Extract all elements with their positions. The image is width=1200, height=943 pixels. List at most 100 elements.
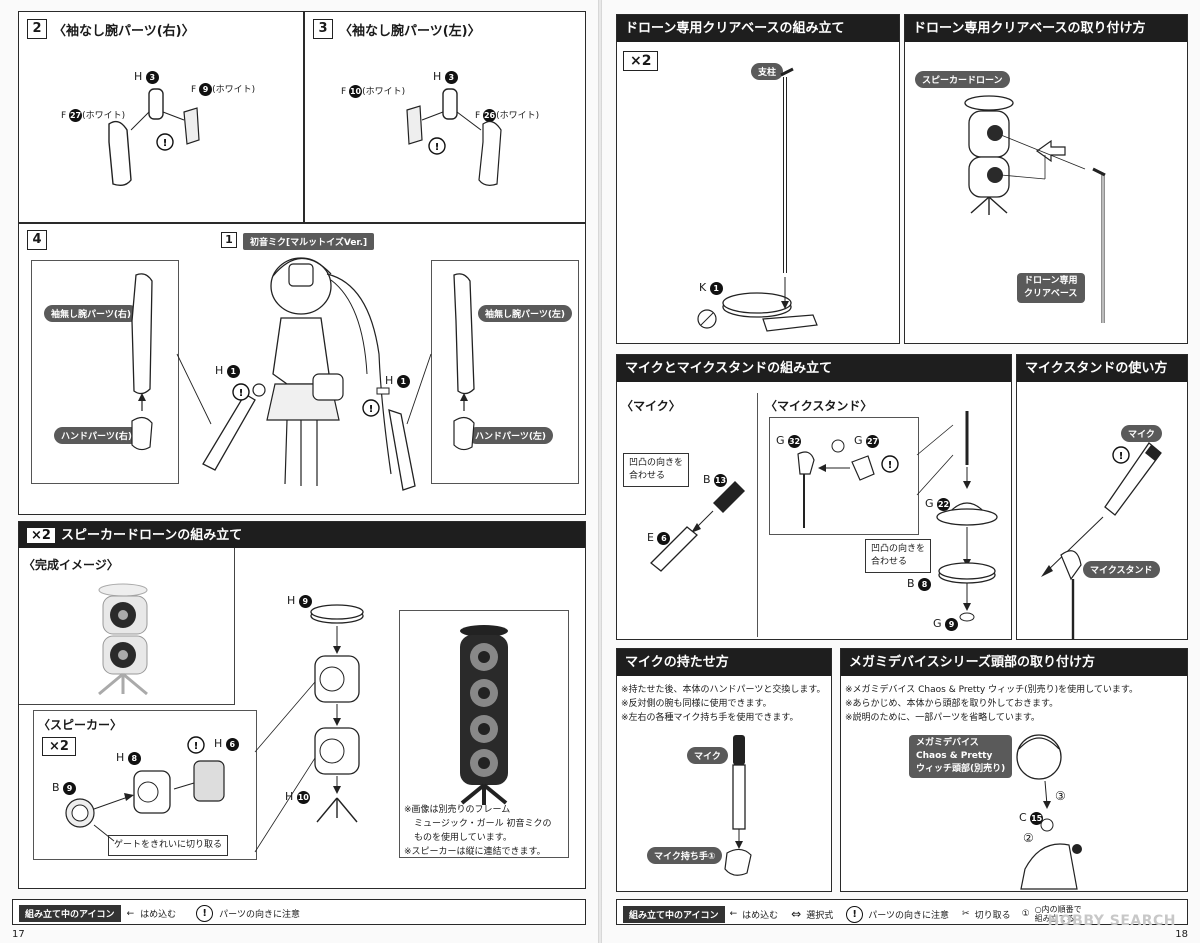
caution-icon: ! bbox=[846, 905, 864, 923]
g32-label: G 32 bbox=[776, 434, 802, 448]
mic-hold-illustration bbox=[724, 735, 752, 876]
caution-icon: ! bbox=[196, 905, 214, 922]
step4-number: 4 bbox=[27, 230, 47, 250]
legend-select: 選択式 bbox=[806, 910, 834, 921]
order-number-icon: ① bbox=[1021, 909, 1030, 919]
svg-text:!: ! bbox=[194, 741, 199, 752]
step3-h-label: H 3 bbox=[433, 70, 458, 84]
svg-text:!: ! bbox=[369, 404, 374, 415]
legend-order: ○内の順番で 組み立てる bbox=[1034, 905, 1082, 923]
photo-note-subpanel: ※画像は別売りのフレーム ミュージック・ガール 初音ミクの ものを使用しています… bbox=[399, 610, 569, 858]
step2-number: 2 bbox=[27, 19, 47, 39]
step2-title: 〈袖なし腕パーツ(右)〉 bbox=[53, 24, 195, 39]
speaker-x2: ×2 bbox=[42, 737, 76, 756]
legend-tag: 組み立て中のアイコン bbox=[19, 905, 121, 922]
clear-base-build-header: ドローン専用クリアベースの組み立て bbox=[617, 15, 899, 42]
g9-label: G 9 bbox=[933, 617, 959, 631]
step4-h-right-label: H 1 bbox=[385, 374, 410, 388]
mic-stand-build-illustration bbox=[650, 411, 998, 622]
speaker-illustration: ! bbox=[65, 736, 225, 842]
mic-stand-build-panel: マイクとマイクスタンドの組み立て 〈マイク〉 〈マイクスタンド〉 凹凸の向きを … bbox=[616, 354, 1012, 640]
legend-direction-right: パーツの向きに注意 bbox=[868, 910, 950, 921]
legend-tag-right: 組み立て中のアイコン bbox=[623, 905, 725, 923]
g22-label: G 22 bbox=[925, 497, 951, 511]
sleeveless-arm-right-pill: 袖無し腕パーツ(右) bbox=[44, 305, 139, 322]
clear-base-attach-illustration bbox=[964, 95, 1106, 323]
mic-stand-use-panel: マイクスタンドの使い方 マイク マイクスタンド ! bbox=[1016, 354, 1188, 640]
b13-label: B 13 bbox=[703, 473, 728, 487]
step4-left-subpanel: 袖無し腕パーツ(右) ハンドパーツ(右) bbox=[31, 260, 179, 484]
pole-pill: 支柱 bbox=[751, 63, 784, 80]
photo-notes: ※画像は別売りのフレーム ミュージック・ガール 初音ミクの ものを使用しています… bbox=[404, 805, 552, 857]
complete-image-illustration bbox=[98, 583, 148, 696]
megami-callout: メガミデバイス Chaos & Pretty ウィッチ頭部(別売り) bbox=[909, 735, 1013, 778]
sleeveless-arm-left-pill: 袖無し腕パーツ(左) bbox=[478, 305, 573, 322]
mic-stand-build-header: マイクとマイクスタンドの組み立て bbox=[617, 355, 1011, 382]
left-page: 2 〈袖なし腕パーツ(右)〉 H 3 F 9(ホワイト) F 27(ホワイト) … bbox=[0, 0, 598, 943]
h9-label: H 9 bbox=[287, 594, 312, 608]
b8-label: B 8 bbox=[907, 577, 932, 591]
b9-label: B 9 bbox=[52, 781, 77, 795]
watermark: HOBBY SEARCH bbox=[1047, 913, 1176, 929]
stand-detail-illustration: ! bbox=[797, 439, 899, 528]
speaker-drone-exploded bbox=[254, 604, 364, 853]
megami-head-header: メガミデバイスシリーズ頭部の取り付け方 bbox=[841, 649, 1187, 676]
stand-sub-label: 〈マイクスタンド〉 bbox=[765, 399, 873, 413]
cut-icon: ✂ bbox=[962, 909, 970, 919]
step2-h-label: H 3 bbox=[134, 70, 159, 84]
megami-step-3: ③ bbox=[1055, 789, 1066, 803]
svg-text:!: ! bbox=[1119, 451, 1124, 462]
mic-holder-pill: マイク持ち手① bbox=[647, 847, 723, 864]
mic-hold-panel: マイクの持たせ方 ※持たせた後、本体のハンドパーツと交換します。 ※反対側の腕も… bbox=[616, 648, 832, 892]
step3-illustration: ! bbox=[406, 88, 502, 186]
complete-image-subpanel: 〈完成イメージ〉 bbox=[19, 548, 235, 705]
step4-right-parts bbox=[453, 273, 475, 451]
speaker-drone-pill: スピーカードローン bbox=[915, 71, 1010, 88]
left-legend-bar: 組み立て中のアイコン ← はめ込む ! パーツの向きに注意 bbox=[12, 899, 586, 925]
mic-hold-header: マイクの持たせ方 bbox=[617, 649, 831, 676]
g27-label: G 27 bbox=[854, 434, 880, 448]
e6-label: E 6 bbox=[647, 531, 671, 545]
c15-label: C 15 bbox=[1019, 811, 1044, 825]
clear-base-pill: ドローン専用 クリアベース bbox=[1017, 273, 1085, 303]
speaker-label: 〈スピーカー〉 bbox=[38, 718, 123, 732]
step3-number: 3 bbox=[313, 19, 333, 39]
legend-cut: 切り取る bbox=[974, 910, 1011, 921]
mic-hold-notes: ※持たせた後、本体のハンドパーツと交換します。 ※反対側の腕も同様に使用できます… bbox=[621, 685, 826, 723]
mic-stand-divider bbox=[757, 393, 758, 637]
complete-image-label: 〈完成イメージ〉 bbox=[23, 558, 119, 572]
step2-illustration: ! bbox=[108, 88, 200, 187]
left-page-number: 17 bbox=[12, 929, 25, 940]
k1-label: K 1 bbox=[699, 281, 723, 295]
insert-arrow-icon: ← bbox=[729, 909, 738, 919]
speaker-subpanel: 〈スピーカー〉 ×2 H 8 H 6 B 9 ゲートをきれいに切り取る ! bbox=[33, 710, 257, 860]
svg-text:!: ! bbox=[888, 460, 893, 471]
step3-panel: 3 〈袖なし腕パーツ(左)〉 H 3 F 10(ホワイト) F 26(ホワイト)… bbox=[304, 11, 586, 223]
svg-text:!: ! bbox=[435, 142, 440, 153]
hand-right-pill: ハンドパーツ(右) bbox=[54, 427, 140, 444]
legend-insert: はめ込む bbox=[140, 910, 177, 920]
clear-base-attach-header: ドローン専用クリアベースの取り付け方 bbox=[905, 15, 1187, 42]
clear-base-build-illustration bbox=[697, 67, 818, 332]
step3-f2-label: F 26(ホワイト) bbox=[475, 109, 540, 122]
megami-step-2: ② bbox=[1023, 831, 1034, 845]
step3-f1-label: F 10(ホワイト) bbox=[341, 85, 406, 98]
mic-stand-use-header: マイクスタンドの使い方 bbox=[1017, 355, 1187, 382]
step4-panel: 4 1 初音ミク[マルットイズVer.] 袖無し腕パーツ(右) ハンドパーツ(右… bbox=[18, 223, 586, 515]
step4-left-parts bbox=[131, 273, 153, 451]
step2-f1-label: F 9(ホワイト) bbox=[191, 83, 256, 96]
left-legend: 組み立て中のアイコン ← はめ込む ! パーツの向きに注意 bbox=[19, 905, 300, 922]
clear-base-x2: ×2 bbox=[623, 51, 659, 71]
miku-figure-illustration: ! ! bbox=[176, 257, 432, 491]
book-gutter bbox=[598, 0, 602, 943]
step4-center-label: 初音ミク[マルットイズVer.] bbox=[243, 233, 375, 250]
hand-left-pill: ハンドパーツ(左) bbox=[468, 427, 554, 444]
svg-text:!: ! bbox=[239, 388, 244, 399]
right-legend: 組み立て中のアイコン ← はめ込む ⇔ 選択式 ! パーツの向きに注意 ✂ 切り… bbox=[623, 905, 1082, 923]
megami-notes: ※メガミデバイス Chaos & Pretty ウィッチ(別売り)を使用していま… bbox=[845, 685, 1138, 723]
step2-f2-label: F 27(ホワイト) bbox=[61, 109, 126, 122]
gate-callout: ゲートをきれいに切り取る bbox=[108, 835, 229, 856]
legend-insert-right: はめ込む bbox=[742, 910, 779, 921]
